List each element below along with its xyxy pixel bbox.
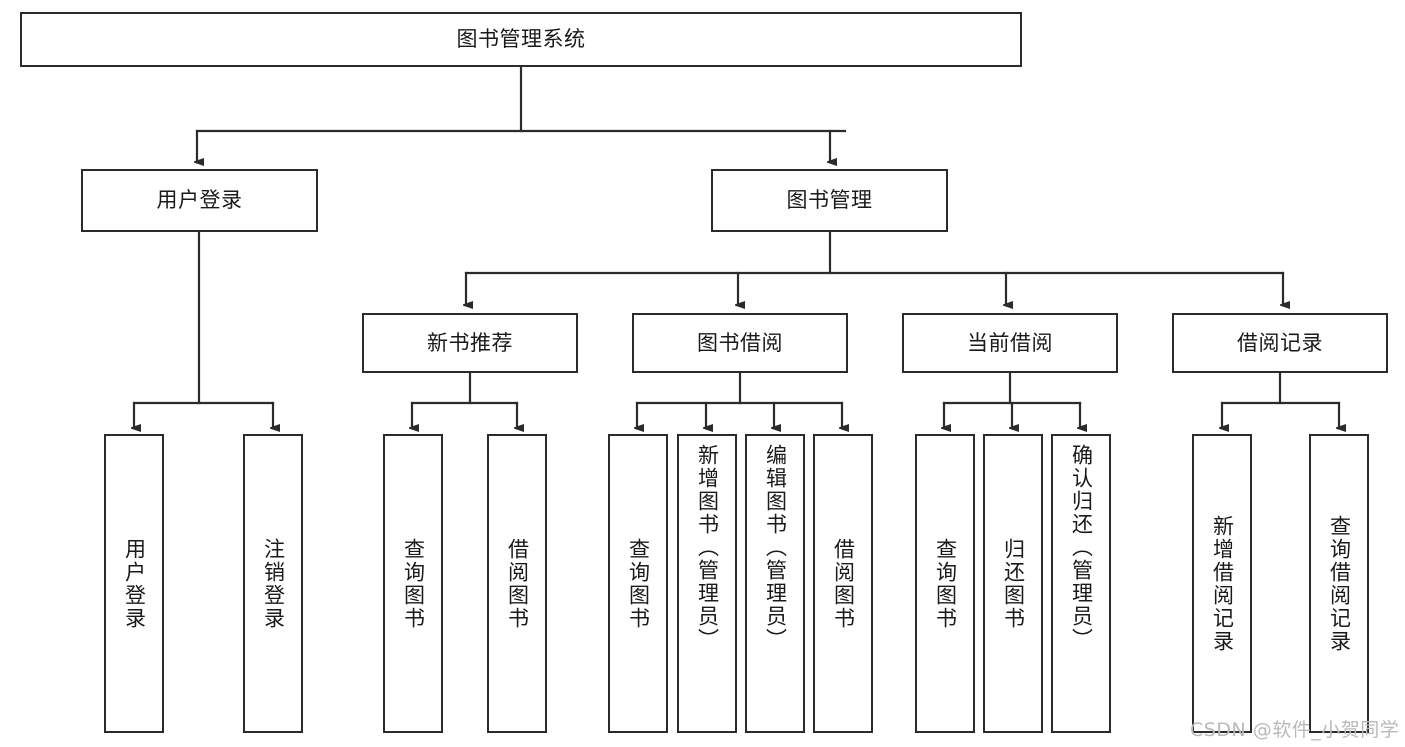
node-current-borrow[interactable]: 当前借阅 xyxy=(902,313,1118,373)
leaf-current-borrow-return[interactable]: 归还图书 xyxy=(983,434,1043,733)
leaf-new-book-borrow-label: 借阅图书 xyxy=(505,537,530,630)
leaf-user-login-logout[interactable]: 注销登录 xyxy=(243,434,303,733)
leaf-user-login-logout-label: 注销登录 xyxy=(261,537,286,630)
leaf-borrow-record-query[interactable]: 查询借阅记录 xyxy=(1309,434,1369,733)
leaf-borrow-record-add[interactable]: 新增借阅记录 xyxy=(1192,434,1252,733)
node-user-login[interactable]: 用户登录 xyxy=(81,169,318,232)
node-new-book-recommend-label: 新书推荐 xyxy=(427,330,513,355)
node-borrow-record[interactable]: 借阅记录 xyxy=(1172,313,1388,373)
leaf-book-borrow-borrow[interactable]: 借阅图书 xyxy=(813,434,873,733)
leaf-book-borrow-add[interactable]: 新增图书（管理员） xyxy=(677,434,737,733)
leaf-book-borrow-query[interactable]: 查询图书 xyxy=(608,434,668,733)
leaf-book-borrow-edit-label: 编辑图书（管理员） xyxy=(763,444,788,651)
leaf-user-login-login-label: 用户登录 xyxy=(122,537,147,630)
leaf-new-book-query[interactable]: 查询图书 xyxy=(383,434,443,733)
leaf-borrow-record-query-label: 查询借阅记录 xyxy=(1327,514,1352,653)
node-current-borrow-label: 当前借阅 xyxy=(967,330,1053,355)
leaf-borrow-record-add-label: 新增借阅记录 xyxy=(1210,514,1235,653)
node-root-label: 图书管理系统 xyxy=(456,27,586,52)
node-user-login-label: 用户登录 xyxy=(156,188,243,213)
leaf-user-login-login[interactable]: 用户登录 xyxy=(104,434,164,733)
node-new-book-recommend[interactable]: 新书推荐 xyxy=(362,313,578,373)
node-borrow-record-label: 借阅记录 xyxy=(1237,330,1323,355)
leaf-new-book-query-label: 查询图书 xyxy=(401,537,426,630)
node-book-management[interactable]: 图书管理 xyxy=(711,169,948,232)
leaf-current-borrow-return-label: 归还图书 xyxy=(1001,537,1026,630)
leaf-current-borrow-query[interactable]: 查询图书 xyxy=(915,434,975,733)
node-book-borrow-label: 图书借阅 xyxy=(697,330,783,355)
leaf-current-borrow-query-label: 查询图书 xyxy=(933,537,958,630)
leaf-book-borrow-edit[interactable]: 编辑图书（管理员） xyxy=(745,434,805,733)
leaf-book-borrow-borrow-label: 借阅图书 xyxy=(831,537,856,630)
csdn-watermark: CSDN @软件_小贺同学 xyxy=(1190,719,1400,741)
leaf-book-borrow-add-label: 新增图书（管理员） xyxy=(695,444,720,651)
leaf-book-borrow-query-label: 查询图书 xyxy=(626,537,651,630)
leaf-new-book-borrow[interactable]: 借阅图书 xyxy=(487,434,547,733)
node-book-borrow[interactable]: 图书借阅 xyxy=(632,313,848,373)
leaf-current-borrow-confirm[interactable]: 确认归还（管理员） xyxy=(1051,434,1111,733)
node-book-management-label: 图书管理 xyxy=(786,188,873,213)
node-root[interactable]: 图书管理系统 xyxy=(20,12,1022,67)
leaf-current-borrow-confirm-label: 确认归还（管理员） xyxy=(1069,444,1094,651)
